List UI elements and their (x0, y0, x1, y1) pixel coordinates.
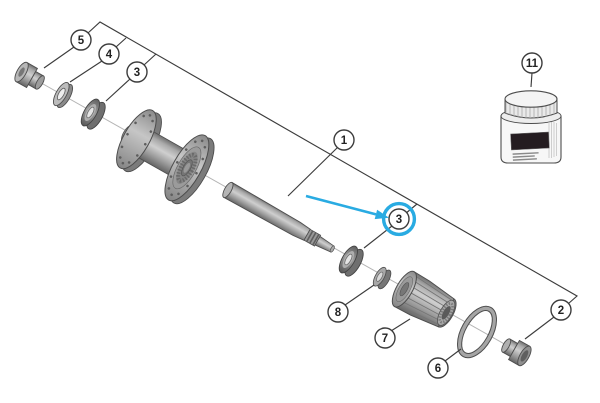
hub-right-flange-spoke-holes (167, 139, 207, 197)
callout-1: 1 (333, 129, 355, 151)
callout-4: 4 (98, 43, 120, 65)
svg-text:5: 5 (78, 35, 85, 47)
part-axle (222, 181, 335, 253)
highlight-arrow-shaft (305, 194, 377, 216)
callout-6: 6 (427, 357, 449, 379)
part-end-cap-right (501, 338, 532, 367)
svg-text:6: 6 (435, 363, 441, 375)
callout-circles: 5 4 3 1 3 8 7 6 (70, 29, 572, 379)
freehub-spline-ridges (397, 275, 453, 325)
hub-left-flange-spoke-holes (118, 114, 154, 165)
hub-internal-splines (176, 152, 198, 183)
svg-text:4: 4 (106, 49, 113, 61)
highlight-arrow-head (374, 209, 389, 220)
part-seal-washer (52, 81, 74, 109)
callout-7: 7 (374, 327, 396, 349)
callout-3-highlighted: 3 (388, 208, 410, 230)
part-cone-spacer (372, 266, 392, 290)
svg-text:8: 8 (335, 307, 342, 319)
highlight-annotation (305, 194, 417, 237)
callout-leader-lines (43, 21, 578, 362)
callout-3-left: 3 (126, 61, 148, 83)
svg-text:3: 3 (396, 214, 402, 226)
svg-text:1: 1 (341, 135, 348, 147)
callout-2: 2 (550, 299, 572, 321)
part-grease-jar (500, 90, 562, 164)
part-bearing-left (80, 98, 106, 130)
highlight-ring (381, 201, 417, 237)
callout-8: 8 (327, 301, 349, 323)
callout-11: 11 (521, 52, 543, 74)
svg-text:3: 3 (134, 67, 140, 79)
part-freehub-body (391, 270, 457, 328)
callout-5: 5 (70, 29, 92, 51)
part-end-cap-left (14, 61, 45, 90)
bracket-line (87, 21, 578, 304)
part-o-ring (457, 305, 497, 359)
svg-text:7: 7 (382, 333, 388, 345)
svg-text:2: 2 (558, 305, 564, 317)
jar-label (510, 131, 550, 161)
part-hub-shell (116, 109, 215, 205)
svg-text:11: 11 (526, 58, 539, 70)
part-bearing-right (338, 245, 364, 277)
